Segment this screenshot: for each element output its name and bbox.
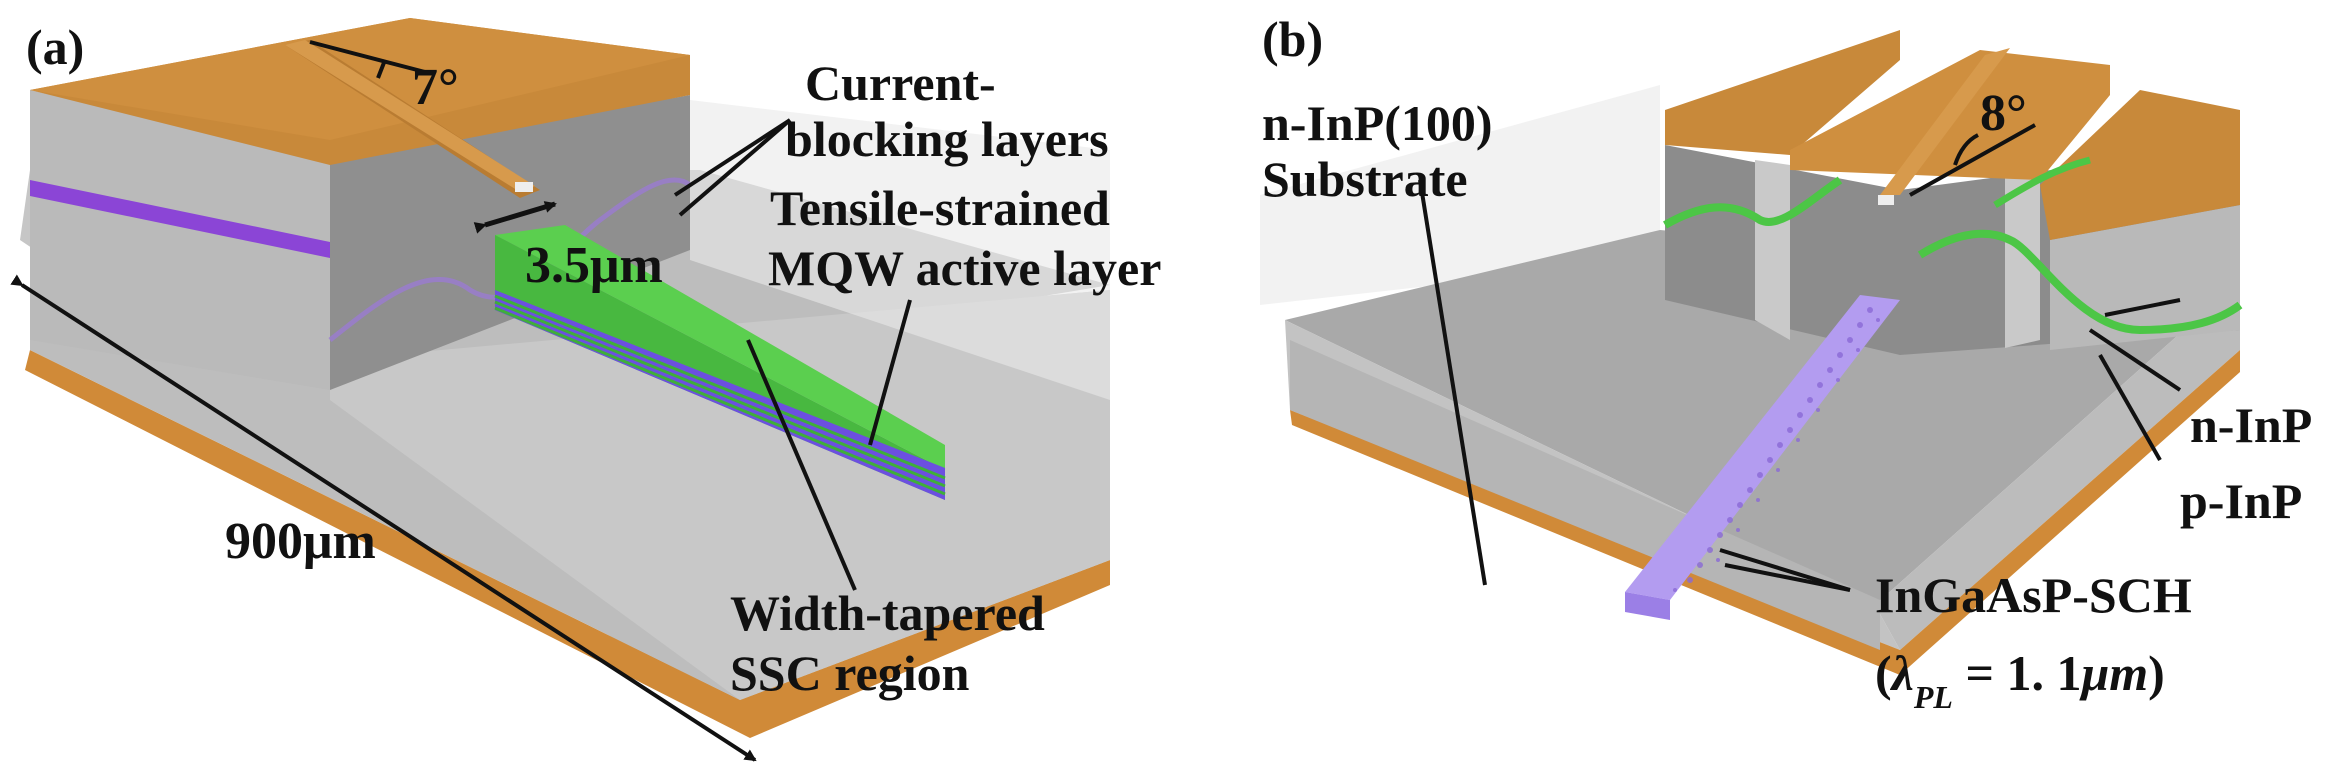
leader-ssc (746, 339, 857, 591)
ssc-label-line2: SSC region (730, 645, 970, 701)
leader-ninp-tick (2104, 298, 2181, 317)
angle-line-a (309, 40, 426, 74)
angle-arc-b (1953, 133, 1979, 166)
gap-label: 3.5μm (525, 237, 663, 294)
angle-arc-a (376, 59, 387, 79)
gap-arrow (473, 201, 557, 234)
sch-dots (1673, 307, 1880, 592)
leader-pinp (2098, 354, 2162, 461)
angle-line-b (1909, 123, 2036, 197)
cladding-translucent (690, 100, 1110, 400)
panel-b: (b) 8° n-InP(100) Substrate n-InP p-InP … (1260, 11, 2312, 715)
leader-sch-1 (1719, 548, 1851, 592)
sch-label-line1: InGaAsP-SCH (1875, 567, 2192, 623)
mqw-stripe-front (30, 180, 330, 258)
green-curve-center (1993, 156, 2091, 209)
leader-substrate (1418, 179, 1487, 586)
leader-ninp (2088, 328, 2182, 392)
sch-eq: = 1. 1 (1953, 645, 2082, 701)
angle-label-b: 8° (1980, 85, 2027, 142)
trench-left (1755, 160, 1790, 340)
panel-a-tag: (a) (26, 19, 84, 75)
length-label: 900μm (225, 513, 376, 570)
leader-cbl-1 (673, 118, 792, 197)
leader-sch-2 (1724, 563, 1851, 592)
trench-right (2005, 175, 2040, 348)
sch-lambda: λ (1890, 645, 1914, 701)
substrate-label-line1: n-InP(100) (1262, 95, 1493, 151)
substrate-front-body (1290, 340, 1880, 650)
green-curve-left (1663, 176, 1843, 229)
mqw-label-line2: MQW active layer (768, 240, 1161, 296)
leader-cbl-2 (678, 118, 792, 217)
cladding-translucent-b (1260, 85, 1660, 305)
substrate-base-b (1290, 350, 2240, 675)
panel-a: (a) 7° 3.5μm 900μm Current- blocking lay… (10, 18, 1161, 762)
sch-rparen: ) (2148, 645, 2165, 701)
electrode-b-left (1665, 30, 1900, 155)
length-arrow (10, 274, 757, 762)
sch-unit: μm (2078, 645, 2148, 701)
pinp-label: p-InP (2180, 473, 2302, 529)
ninp-label: n-InP (2190, 397, 2312, 453)
sch-label-line2: (λPL = 1. 1μm) (1875, 645, 2165, 715)
sch-sub: PL (1913, 679, 1953, 715)
angle-label-a: 7° (412, 59, 459, 116)
cbl-label-line1: Current- (805, 55, 996, 111)
ridge-b (1880, 48, 2010, 195)
ridge-top (285, 40, 535, 192)
ssc-label-line1: Width-tapered (730, 585, 1045, 641)
green-curve-right (1917, 229, 2243, 335)
sch-lparen: ( (1875, 645, 1892, 701)
leader-mqw (868, 299, 912, 446)
panel-b-tag: (b) (1262, 11, 1323, 67)
ridge-facet (515, 182, 533, 192)
substrate-right-b (1875, 280, 2240, 650)
sch-stripe-side (1625, 592, 1670, 620)
ridge-b-facet (1878, 195, 1894, 205)
mqw-label-line1: Tensile-strained (770, 180, 1110, 236)
substrate-label-line2: Substrate (1262, 151, 1468, 207)
cbl-label-line2: blocking layers (785, 111, 1109, 167)
electrode-b-right (2040, 90, 2240, 240)
